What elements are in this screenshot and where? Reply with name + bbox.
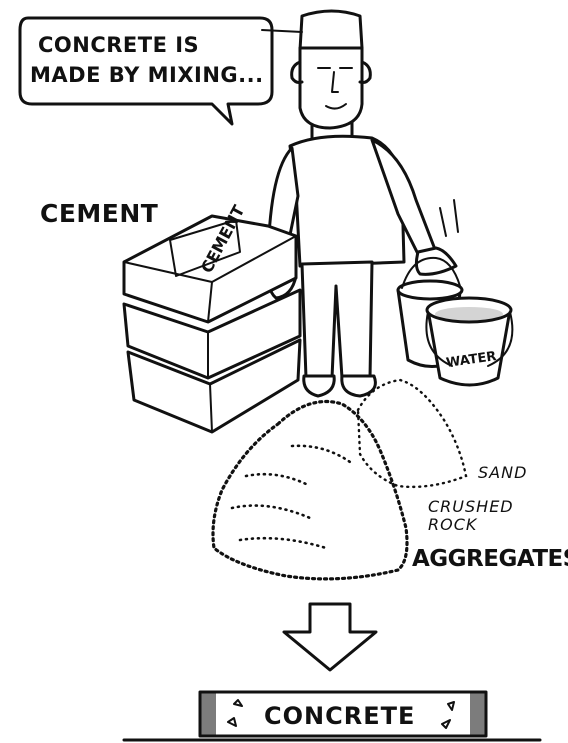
concrete-label: CONCRETE [264,702,415,730]
cement-bags: CEMENT [124,202,300,432]
speech-line-2: MADE BY MIXING... [30,63,264,87]
concrete-block: CONCRETE [124,692,540,740]
sand-label: SAND [478,463,527,482]
down-arrow [284,604,376,670]
sand-pile [358,380,466,487]
cement-label: CEMENT [40,199,158,228]
speech-line-1: CONCRETE IS [38,33,199,57]
speech-bubble: CONCRETE IS MADE BY MIXING... [20,18,272,124]
rock-pile [213,402,407,579]
crushed-label-1: CRUSHED [428,497,514,516]
crushed-label-2: ROCK [428,515,478,534]
aggregates-label: AGGREGATES [412,546,568,572]
